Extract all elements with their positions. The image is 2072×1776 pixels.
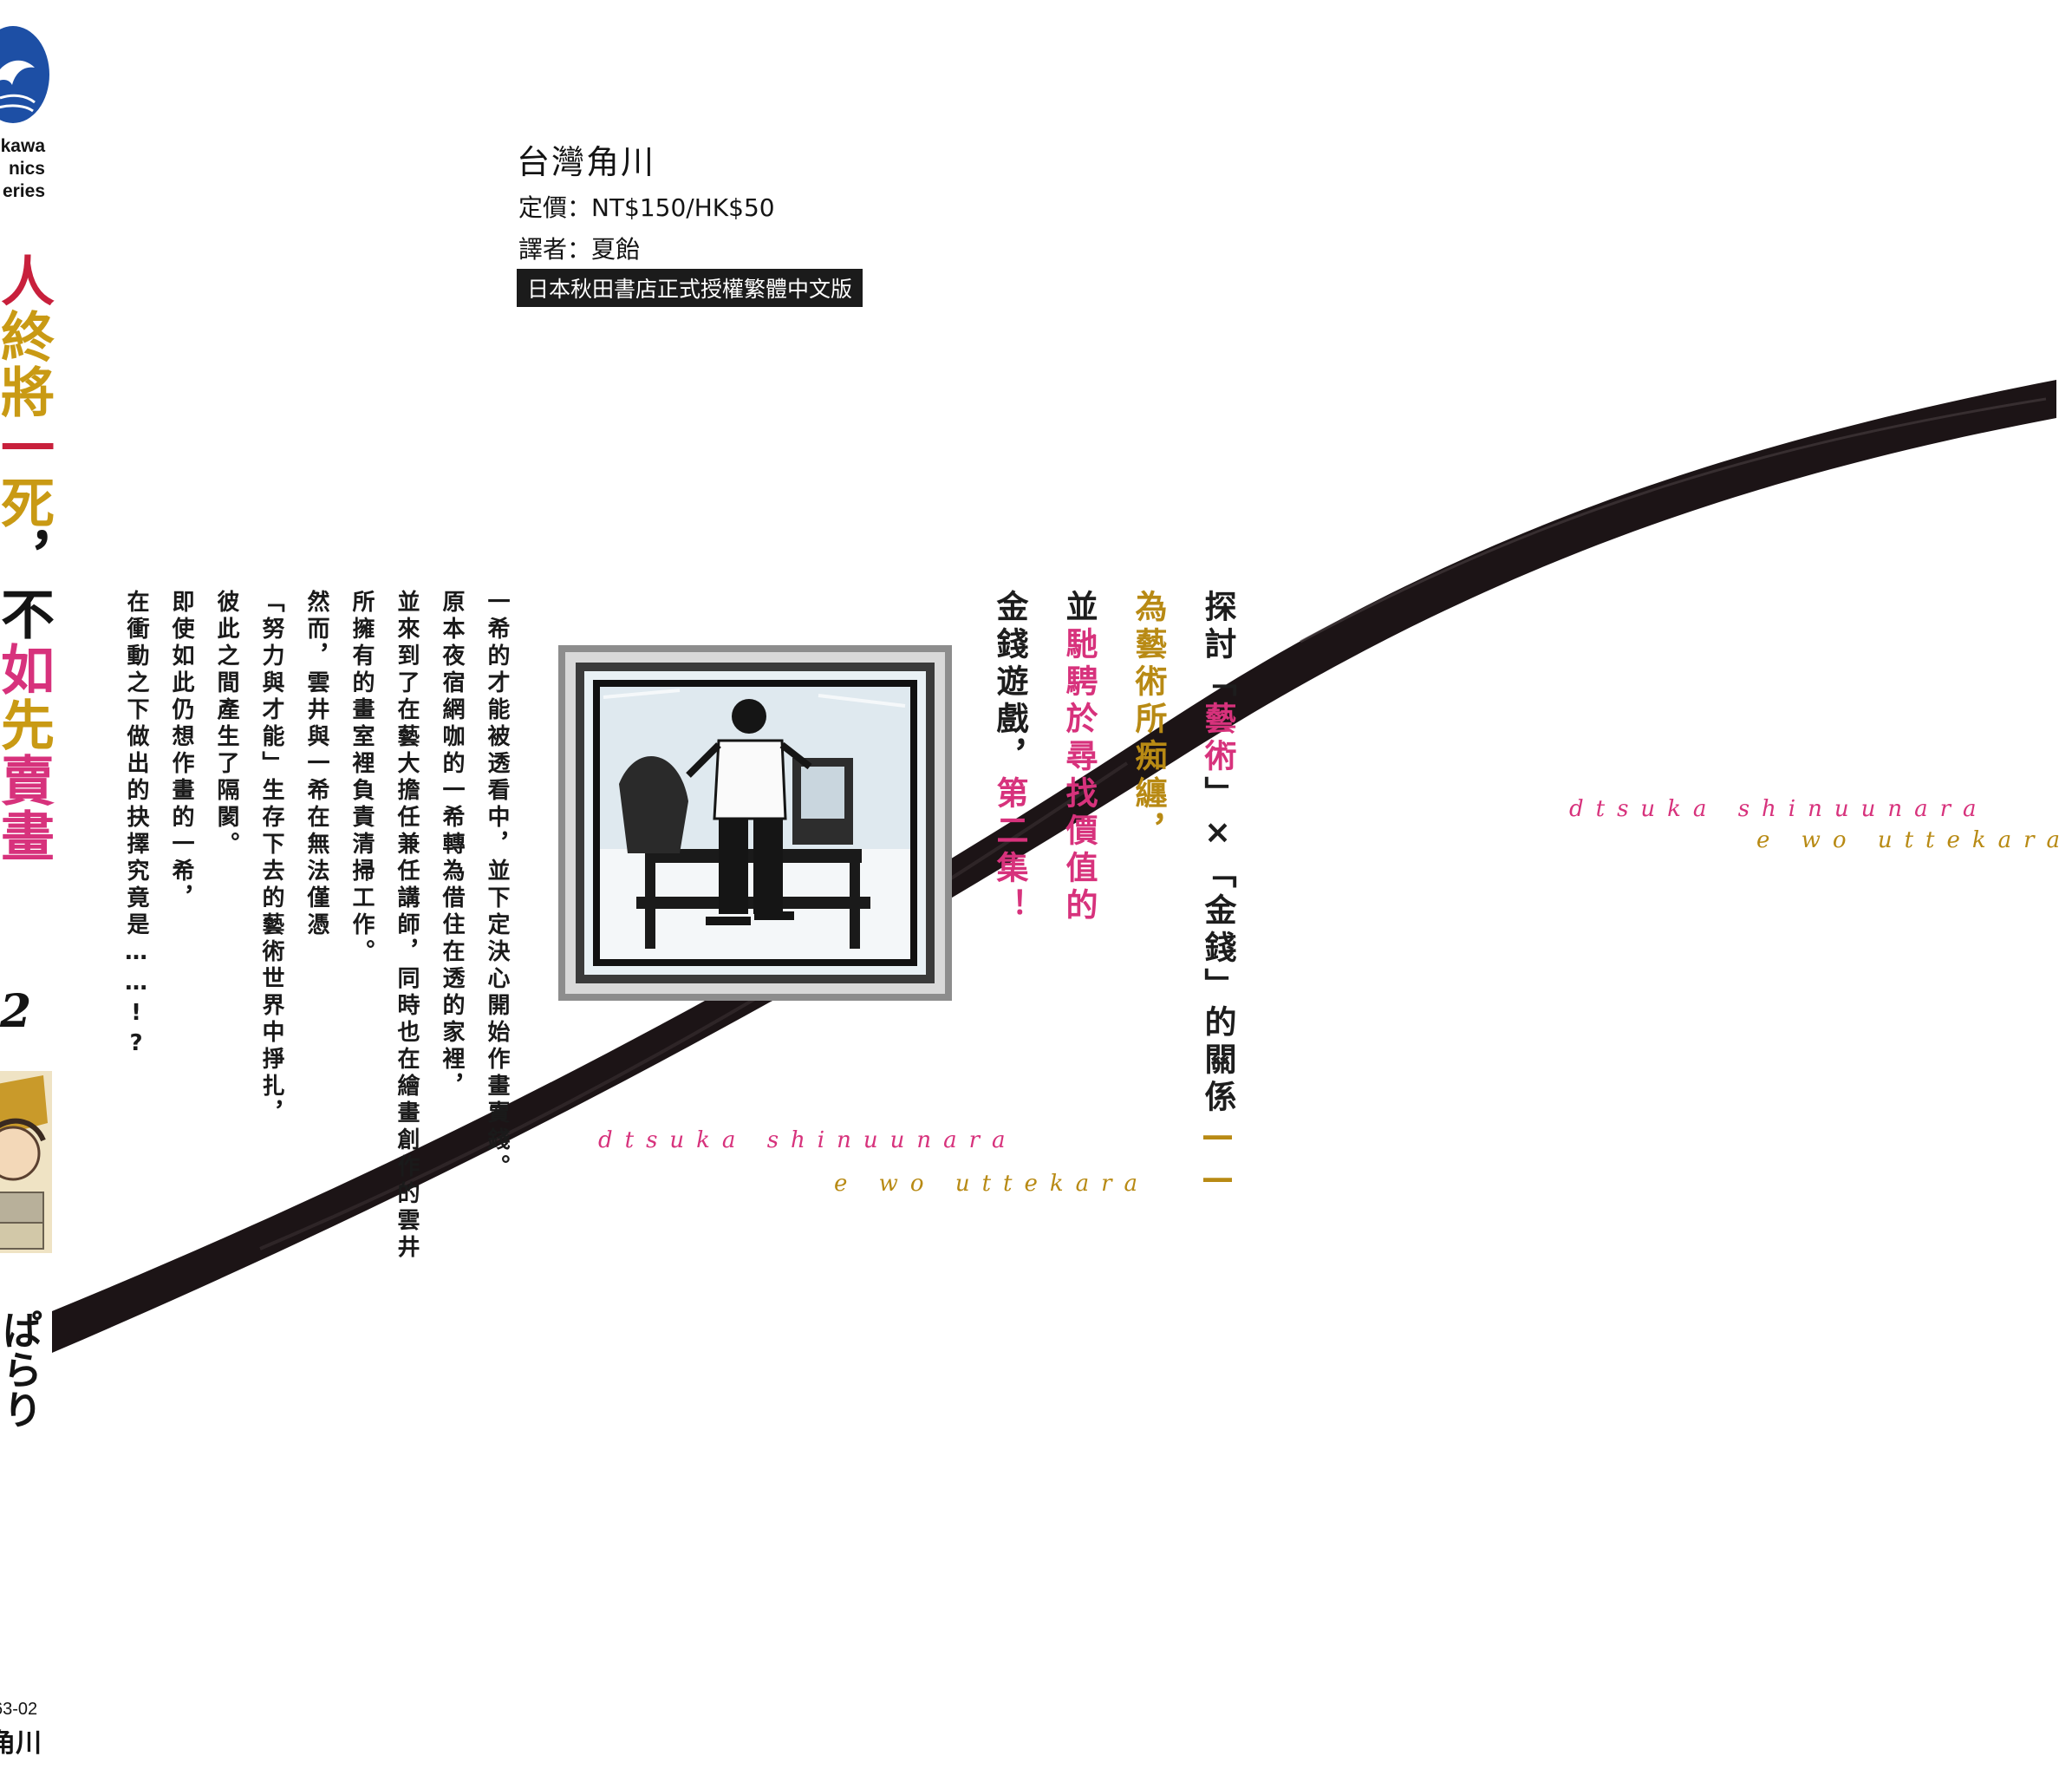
- catchphrase-line-1: 探討「藝術」×「金錢」的關係——: [1199, 590, 1236, 1202]
- title-char: 終: [0, 309, 55, 364]
- romaji-title-line: dtsuka shinuunara: [1569, 796, 1989, 822]
- series-line: nics: [8, 159, 45, 179]
- price-text: 定價：NT$150/HK$50: [518, 193, 775, 222]
- catch-keyword-art: 藝術: [1199, 702, 1236, 776]
- author-name: ぱらり: [0, 1309, 43, 1429]
- synopsis-line: 原本夜宿網咖的一希轉為借住在透的家裡，: [439, 590, 465, 1100]
- series-line: kawa: [0, 136, 45, 156]
- publisher-name: 台灣角川: [517, 143, 656, 181]
- catch-text: 馳騁於尋找價值的: [1060, 627, 1098, 925]
- synopsis-line: 一希的才能被透看中，並下定決心開始作畫賣錢。: [484, 590, 510, 1181]
- synopsis-line: 然而，雲井與一希在無法僅憑: [303, 590, 329, 939]
- title-char: 賣: [0, 753, 55, 808]
- synopsis-line: 所擁有的畫室裡負責清掃工作。: [349, 590, 375, 966]
- spine-author: ぱらり: [0, 1309, 47, 1429]
- book-spine: kawa nics eries 人終將一死，不如先賣畫 2 ぱらり 63-02 …: [0, 0, 57, 1776]
- romaji-title-line: e wo uttekara: [834, 1171, 1150, 1197]
- title-char: ，: [0, 531, 55, 586]
- spine-cover-art: [0, 1071, 52, 1253]
- synopsis-line: 「努力與才能」生存下去的藝術世界中掙扎，: [258, 590, 284, 1127]
- title-char: 畫: [0, 808, 55, 864]
- title-char: 死: [0, 475, 55, 531]
- synopsis-line: 即使如此仍想作畫的一希，: [168, 590, 194, 912]
- romaji-title-line: e wo uttekara: [1756, 827, 2072, 853]
- catch-text: 金錢遊戲，: [991, 590, 1028, 776]
- catch-text: 」×「: [1199, 776, 1236, 893]
- spine-code: 63-02: [0, 1700, 38, 1719]
- series-label: kawa nics eries: [0, 135, 45, 203]
- title-char: 不: [0, 586, 55, 642]
- catch-text: 為藝術所痴纏，: [1130, 590, 1167, 851]
- catch-dash: ——: [1199, 1117, 1236, 1202]
- spine-publisher: 角川: [0, 1728, 42, 1759]
- license-badge: 日本秋田書店正式授權繁體中文版: [517, 269, 863, 307]
- title-char: 先: [0, 697, 55, 753]
- catch-text: 並: [1060, 590, 1098, 627]
- catch-text: 第二集！: [991, 776, 1028, 925]
- spine-title: 人終將一死，不如先賣畫: [0, 253, 55, 973]
- title-char: 如: [0, 642, 55, 697]
- catch-keyword-money: 金錢: [1199, 893, 1236, 968]
- catchphrase-line-3: 並馳騁於尋找價值的: [1060, 590, 1098, 925]
- synopsis-line: 彼此之間產生了隔閡。: [213, 590, 239, 859]
- catchphrase-line-2: 為藝術所痴纏，: [1130, 590, 1167, 851]
- synopsis-line: 在衝動之下做出的抉擇究竟是……!?: [123, 590, 149, 1061]
- cover-illustration: [558, 645, 952, 1001]
- translator-text: 譯者：夏飴: [518, 235, 641, 264]
- phoenix-logo-icon: [0, 26, 49, 123]
- title-char: 人: [0, 253, 55, 309]
- series-line: eries: [2, 181, 45, 201]
- catch-text: 探討「: [1199, 590, 1236, 702]
- catchphrase-line-4: 金錢遊戲，第二集！: [991, 590, 1028, 925]
- catch-text: 」的關係: [1199, 968, 1236, 1117]
- title-char: 將: [0, 364, 55, 420]
- romaji-title-line: dtsuka shinuunara: [598, 1127, 1018, 1153]
- title-char: 一: [0, 420, 55, 475]
- synopsis-line: 並來到了在藝大擔任兼任講師，同時也在繪畫創作的雲井: [394, 590, 420, 1262]
- volume-number: 2: [0, 985, 32, 1038]
